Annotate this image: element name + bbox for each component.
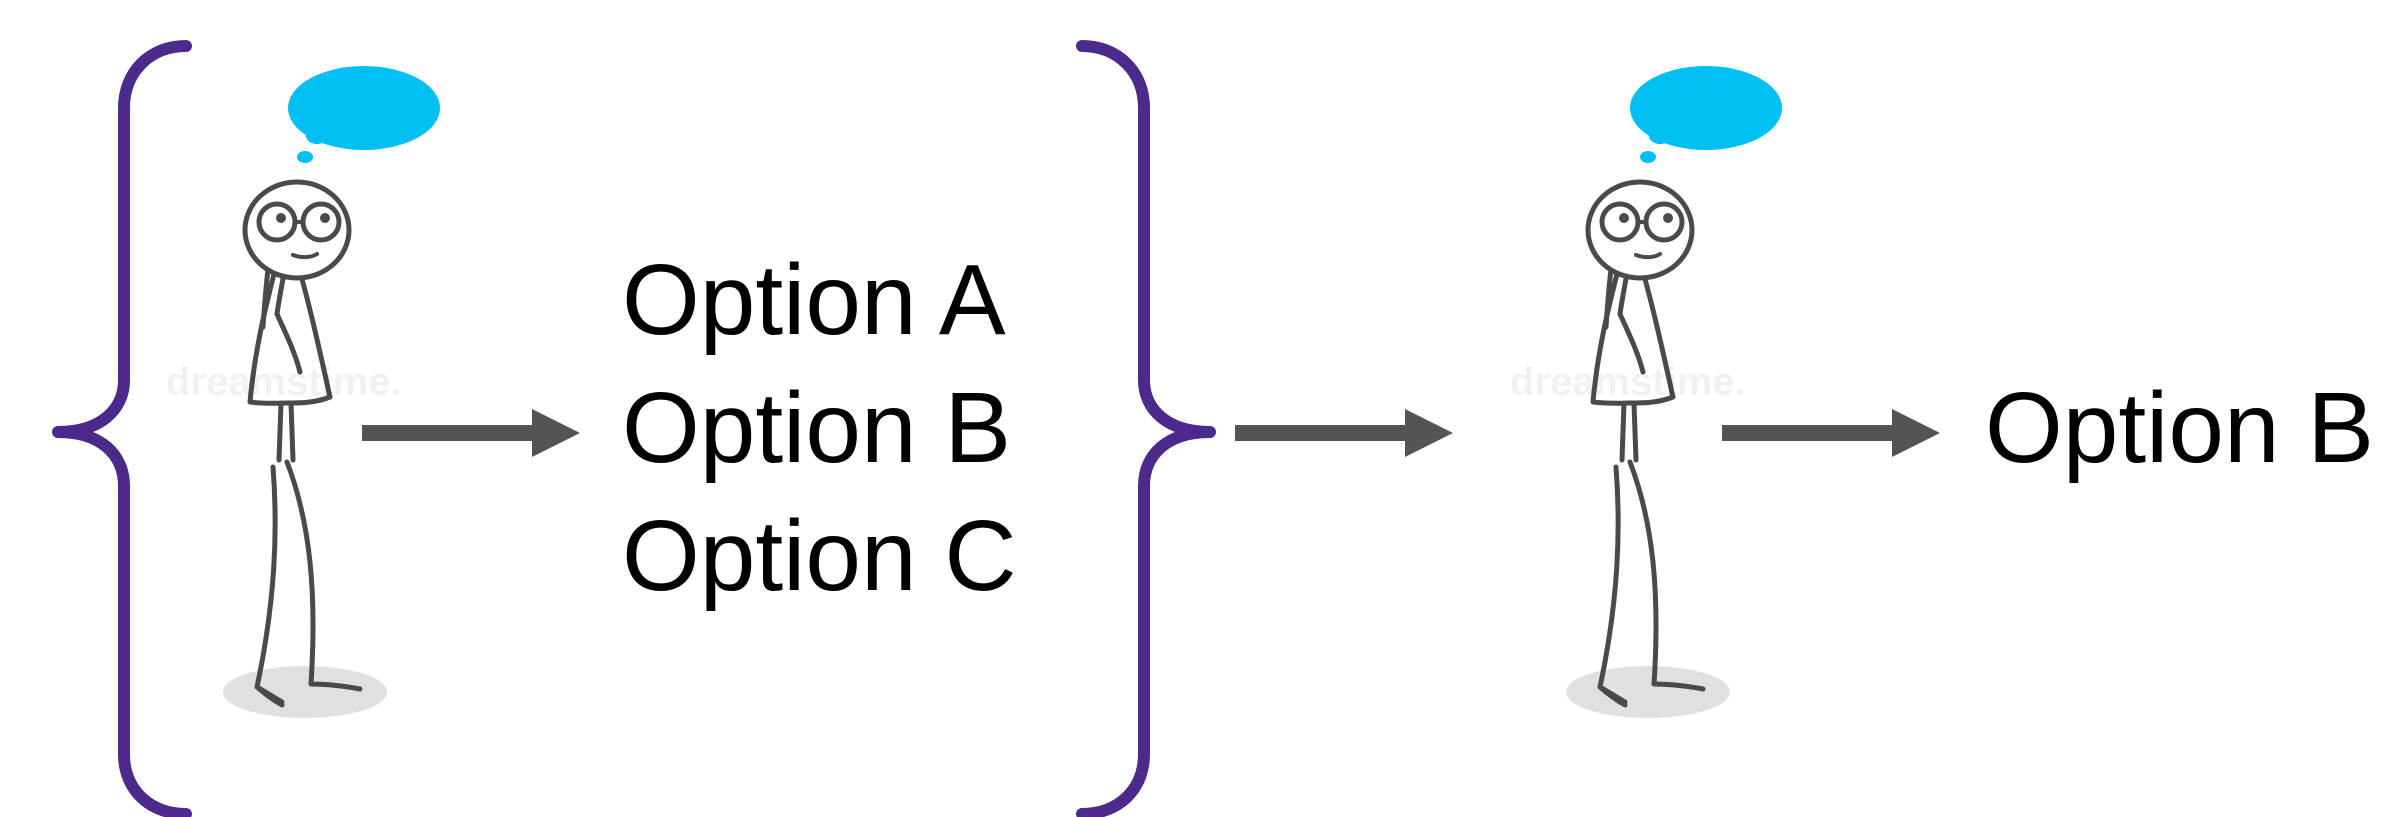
thinking-person-icon bbox=[223, 102, 387, 718]
option-a-label: Option A bbox=[622, 244, 1006, 356]
options-list: Option A Option B Option C bbox=[622, 236, 1017, 620]
thought-bubble-icon bbox=[288, 66, 440, 150]
right-arrow-icon bbox=[1235, 409, 1453, 457]
thought-bubble-icon bbox=[1630, 66, 1782, 150]
watermark: dreamstime. bbox=[166, 360, 402, 404]
chosen-option-label: Option B bbox=[1985, 372, 2375, 484]
left-curly-brace bbox=[52, 40, 192, 817]
option-c-label: Option C bbox=[622, 500, 1017, 612]
thinking-person-icon bbox=[1566, 102, 1730, 718]
right-arrow-icon bbox=[1722, 409, 1940, 457]
watermark: dreamstime. bbox=[1510, 360, 1746, 404]
option-b-label: Option B bbox=[622, 372, 1012, 484]
right-arrow-icon bbox=[362, 409, 580, 457]
right-curly-brace bbox=[1076, 40, 1216, 817]
